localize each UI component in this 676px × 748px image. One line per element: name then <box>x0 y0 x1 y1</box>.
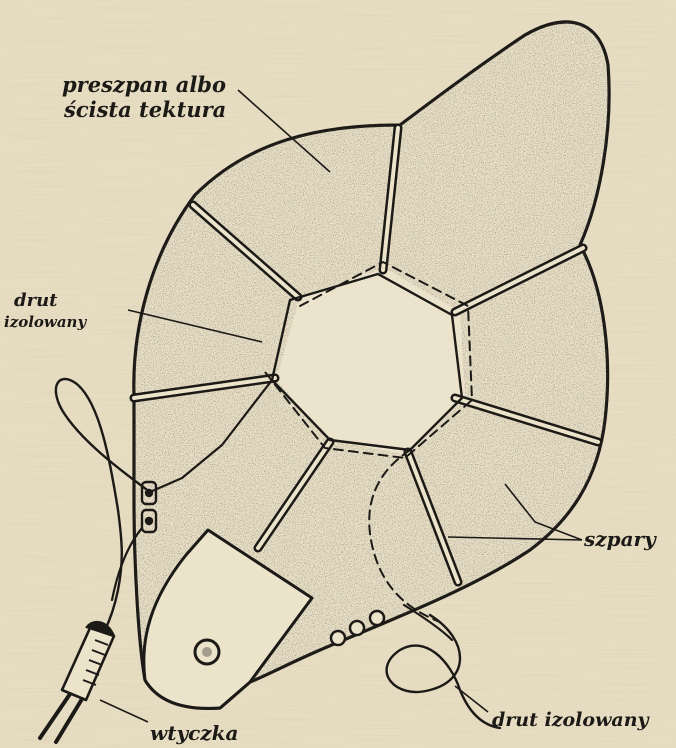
flap-hole-shadow <box>202 647 212 657</box>
label-plug: wtyczka <box>150 721 238 745</box>
label-wire-left-line2: izolowany <box>4 313 87 331</box>
label-board-line1: preszpan albo <box>62 72 226 97</box>
bottom-hole-1 <box>331 631 345 645</box>
label-board-line2: ścista tektura <box>63 97 226 122</box>
bottom-hole-2 <box>350 621 364 635</box>
label-slits: szpary <box>583 527 657 551</box>
bottom-hole-3 <box>370 611 384 625</box>
label-wire-bottom: drut izolowany <box>492 709 651 731</box>
label-wire-left-line1: drut <box>14 290 58 311</box>
terminal-rivet-2 <box>146 518 152 524</box>
